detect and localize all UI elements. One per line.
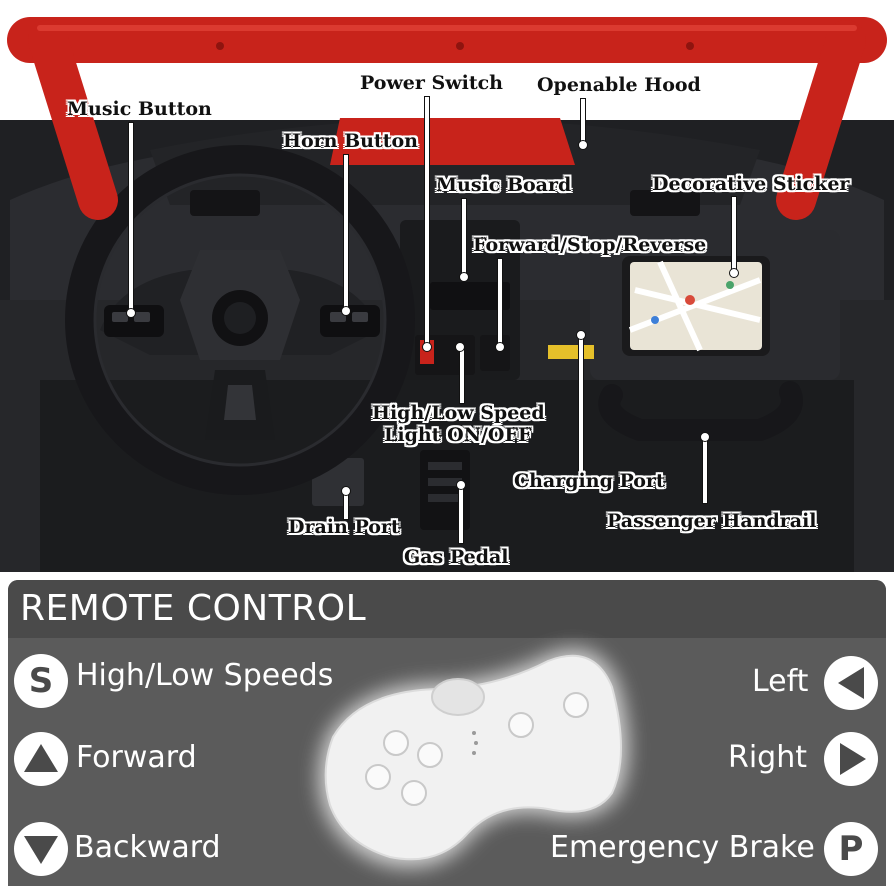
triangle-right-icon [824,732,878,786]
callout-openable-hood: Openable Hood [537,74,701,96]
dot-high-low-speed [455,342,465,352]
control-label-forward: Forward [76,740,197,775]
speed-s-glyph: S [28,661,54,701]
leader-passenger-handrail [702,436,708,504]
dashboard-illustration [0,0,894,572]
leader-gas-pedal [458,484,464,544]
dot-openable-hood [578,140,588,150]
speed-s-icon: S [14,654,68,708]
callout-passenger-handrail: Passenger Handrail [607,510,817,532]
dot-forward-stop-reverse [495,342,505,352]
callout-decorative-sticker: Decorative Sticker [652,173,850,195]
callout-charging-port: Charging Port [514,470,665,492]
dot-charging-port [576,330,586,340]
triangle-down-icon [14,822,68,876]
leader-horn-button [343,154,349,309]
control-label-high-low-speeds: High/Low Speeds [76,658,334,693]
triangle-up-icon [14,732,68,786]
dot-music-board [459,272,469,282]
control-label-emergency-brake: Emergency Brake [550,830,815,865]
callout-forward-stop-reverse: Forward/Stop/Reverse [473,234,707,256]
parking-p-glyph: P [838,829,864,869]
callout-music-button: Music Button [67,98,212,120]
parking-p-icon: P [824,822,878,876]
dot-music-button [126,308,136,318]
callout-high-low-speed: High/Low Speed [372,402,545,424]
dot-drain-port [341,486,351,496]
callout-gas-pedal: Gas Pedal [404,546,509,568]
callout-horn-button: Horn Button [283,130,418,152]
control-label-right: Right [728,740,807,775]
dot-power-switch [422,342,432,352]
dot-decorative-sticker [729,268,739,278]
leader-music-board [461,198,467,276]
leader-power-switch [424,96,430,346]
remote-title: REMOTE CONTROL [20,588,367,629]
triangle-left-icon [824,656,878,710]
remote-device-illustration [319,649,628,868]
remote-control-section: REMOTE CONTROL S High/Low Speeds Forward… [0,572,894,886]
dot-passenger-handrail [700,432,710,442]
dot-gas-pedal [456,480,466,490]
leader-charging-port [578,334,584,472]
leader-high-low-speed [459,348,465,404]
remote-title-bar: REMOTE CONTROL [8,580,886,638]
control-label-backward: Backward [74,830,221,865]
callout-power-switch: Power Switch [360,72,503,94]
callout-music-board: Music Board [436,174,572,196]
leader-forward-stop-reverse [497,258,503,346]
control-label-left: Left [752,664,809,699]
leader-openable-hood [580,98,586,146]
leader-decorative-sticker [731,196,737,272]
remote-control-panel: REMOTE CONTROL S High/Low Speeds Forward… [8,580,886,886]
callout-drain-port: Drain Port [288,516,400,538]
leader-music-button [128,122,134,312]
dashboard-photo: Music Button Power Switch Openable Hood … [0,0,894,572]
callout-light-on-off: Light ON/OFF [384,424,532,446]
dot-horn-button [341,306,351,316]
